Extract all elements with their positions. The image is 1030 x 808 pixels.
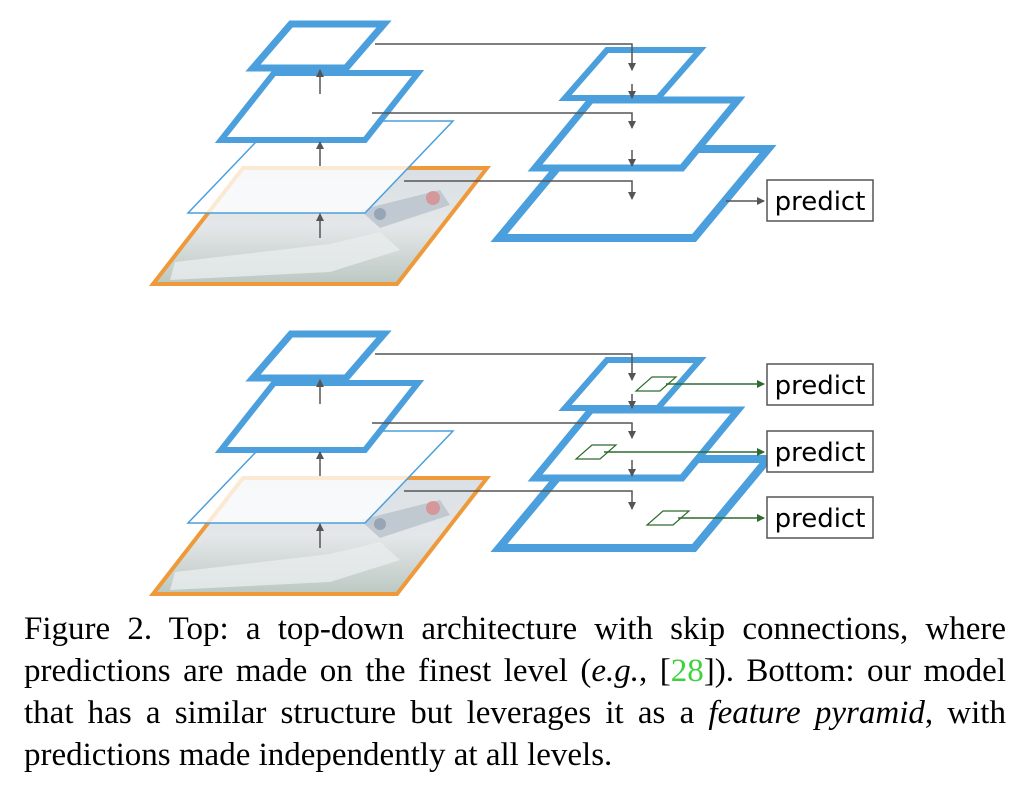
prediction-patch (645, 510, 691, 526)
bottom-up-level-3 (245, 20, 392, 72)
lateral-arrow (404, 490, 636, 510)
lateral-arrow (372, 112, 636, 129)
bottom-up-level-1 (186, 430, 455, 524)
lateral-arrow (404, 180, 636, 200)
bottom-up-level-1 (186, 120, 455, 214)
prediction-patch (634, 376, 678, 392)
top-down-level-1 (558, 47, 707, 101)
predict-box (766, 430, 874, 473)
lateral-arrow (375, 43, 636, 71)
predict-box (766, 496, 874, 539)
bottom-up-level-2 (214, 380, 425, 453)
bottom-up-level-3 (245, 330, 392, 382)
top-down-level-2 (527, 96, 746, 172)
figure-diagram: predict (148, 20, 874, 596)
caption-text: ]). Bottom: our model that has a similar… (24, 653, 1006, 731)
prediction-patch (574, 444, 618, 460)
caption-text: , with predictions made independently at… (24, 695, 1006, 773)
top-panel: predict (148, 20, 874, 286)
figure-label: Figure 2. (24, 611, 153, 647)
lateral-arrow (372, 422, 636, 439)
citation-link[interactable]: 28 (670, 653, 704, 689)
bottom-panel: predict predict predict (148, 330, 874, 596)
predict-label: predict (775, 187, 866, 217)
top-down-level-1 (558, 357, 707, 411)
caption-feature-pyramid: feature pyramid (708, 695, 925, 731)
bottom-up-level-2 (214, 70, 425, 143)
top-down-level-2 (527, 406, 746, 482)
predict-box (766, 363, 874, 406)
figure-caption: Figure 2. Top: a top-down architecture w… (24, 608, 1006, 776)
predict-label: predict (775, 504, 866, 534)
lateral-arrow (375, 353, 636, 381)
caption-eg: e.g. (591, 653, 640, 689)
predict-box (766, 179, 874, 222)
predict-label: predict (775, 371, 866, 401)
caption-text: , [ (639, 653, 671, 689)
predict-label: predict (775, 438, 866, 468)
caption-text: Top: a top-down architecture with skip c… (24, 611, 1006, 689)
